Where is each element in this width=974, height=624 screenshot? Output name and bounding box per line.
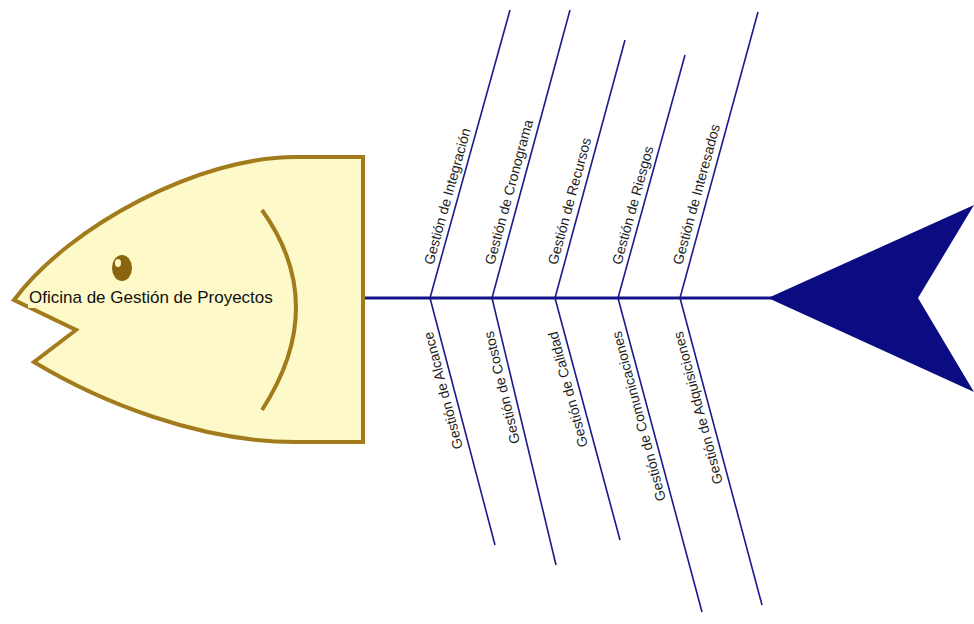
category-label: Gestión de Adquisiciones (670, 329, 729, 486)
head-shape (14, 157, 363, 442)
spine-line (365, 297, 772, 300)
category-label: Gestión de Costos (481, 329, 526, 445)
category-label: Gestión de Integración (420, 126, 476, 267)
eye-highlight (115, 259, 121, 267)
category-label: Gestión de Calidad (545, 329, 594, 449)
category-label: Gestión de Comunicaciones (608, 329, 672, 503)
category-label: Gestión de Alcance (420, 329, 469, 451)
head-title: Oficina de Gestión de Proyectos (28, 288, 274, 308)
gill-arc (262, 210, 296, 410)
fish-tail (768, 205, 974, 392)
category-label: Gestión de Recursos (545, 136, 598, 267)
fish-eye (112, 255, 132, 281)
category-label: Gestión de Riesgos (608, 144, 659, 267)
bone-line (680, 12, 758, 298)
category-label: Gestión de Cronograma (482, 118, 539, 267)
category-label: Gestión de Interesados (670, 122, 727, 267)
fish-head: Oficina de Gestión de Proyectos (10, 150, 368, 446)
